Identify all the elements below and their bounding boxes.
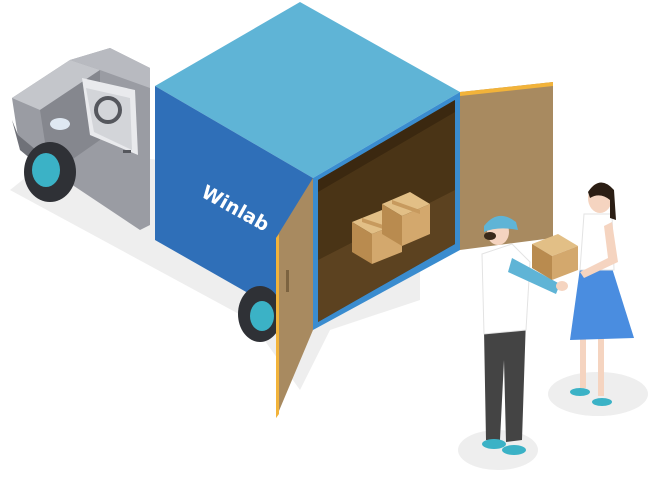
right-door [460, 82, 553, 250]
customer-person [570, 182, 634, 406]
headlight [50, 118, 70, 130]
truck-cab [12, 48, 150, 230]
steering-wheel [94, 96, 122, 124]
customer-skirt [570, 268, 634, 340]
rear-wheel [238, 286, 282, 342]
left-door [276, 178, 313, 418]
cargo-box: Winlab [155, 2, 460, 342]
cargo-side [155, 86, 313, 330]
courier-person [481, 215, 568, 455]
cargo-box-item [382, 192, 430, 246]
cargo-top [155, 2, 460, 178]
front-wheel [24, 142, 76, 202]
handed-package [532, 234, 578, 280]
cab-door-handle [123, 150, 131, 153]
